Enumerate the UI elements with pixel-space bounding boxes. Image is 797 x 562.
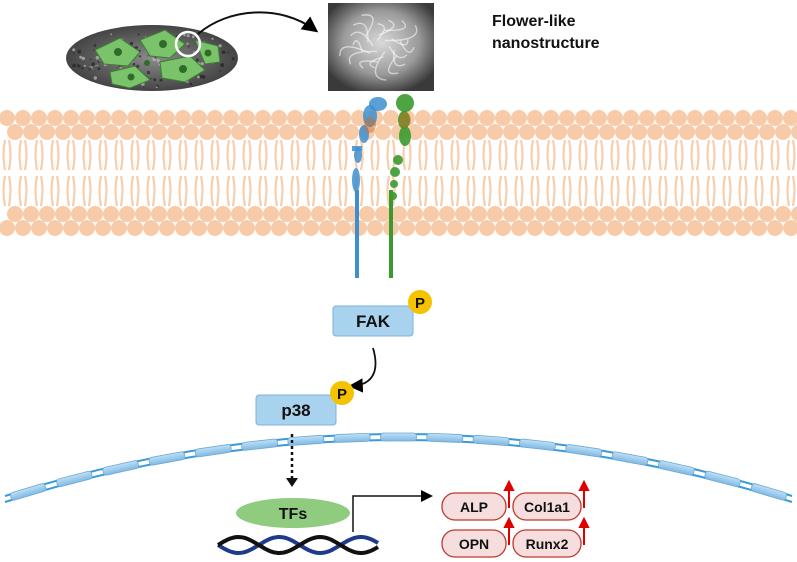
cell-membrane [0,110,797,236]
fak-to-p38-arrow [348,347,377,393]
tfs-label: TFs [279,506,308,523]
gene-alp-label: ALP [460,499,488,515]
gene-runx2-label: Runx2 [526,536,569,552]
gene-col1a1-label: Col1a1 [524,499,570,515]
cell-culture-icon [66,25,238,91]
title-line-2: nanostructure [492,35,600,52]
gene-runx2: Runx2 [512,529,582,558]
integrin-icon [352,94,414,278]
p38-node: p38 P [255,381,354,426]
gene-alp: ALP [441,492,507,521]
p38-phospho-badge: P [337,386,347,403]
fak-phospho-badge: P [415,295,425,312]
gene-opn-label: OPN [459,536,489,552]
gene-opn: OPN [441,529,507,558]
upregulation-arrows [503,479,590,545]
gene-col1a1: Col1a1 [512,492,582,521]
nuclear-envelope [4,432,793,503]
tfs-node: TFs [236,498,350,528]
zoom-arrow [197,11,319,35]
dna-helix-icon [216,534,380,556]
fak-label: FAK [356,312,391,331]
sem-image-icon [328,3,434,91]
p38-label: p38 [281,401,310,420]
transcription-arrow [352,490,433,532]
fak-node: FAK P [332,290,432,337]
title-line-1: Flower-like [492,13,576,30]
